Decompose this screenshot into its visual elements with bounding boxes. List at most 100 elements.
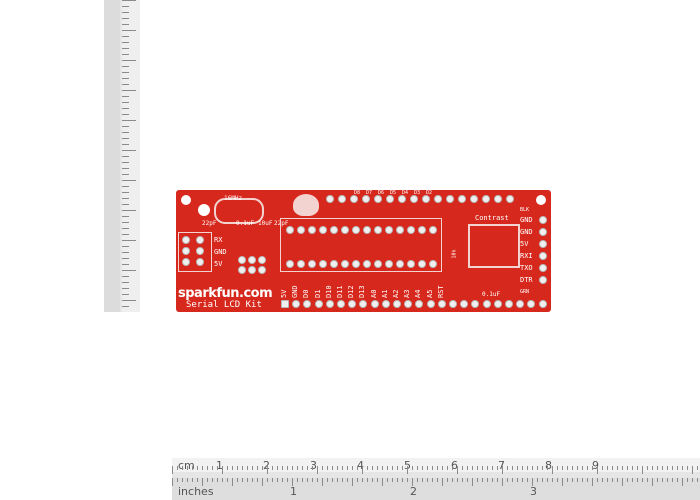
brand-logo-text: sparkfun.com xyxy=(178,286,273,301)
ruler-tick xyxy=(567,478,568,482)
header-right-label: RXI xyxy=(520,252,533,260)
mounting-hole xyxy=(536,195,546,205)
pad xyxy=(297,260,305,268)
ruler-cm-number: 5 xyxy=(404,459,411,472)
ruler-tick xyxy=(122,264,129,265)
cap-right-label: 22pF xyxy=(274,220,289,227)
ruler-tick xyxy=(122,24,129,25)
pad xyxy=(418,260,426,268)
pad xyxy=(418,226,426,234)
ruler-tick xyxy=(222,478,223,482)
cap-left-label: 22pF xyxy=(202,220,217,227)
trimpot-outline xyxy=(468,224,520,268)
ruler-tick xyxy=(597,478,598,482)
ruler-tick xyxy=(547,466,548,470)
ruler-tick xyxy=(257,466,258,470)
bottom-pin-label: A5 xyxy=(425,289,434,298)
cap-mid-label: 0.1uF xyxy=(236,220,255,227)
pad xyxy=(434,195,442,203)
bottom-pin-label: 5V xyxy=(280,289,288,298)
ruler-tick xyxy=(217,466,218,470)
ruler-tick xyxy=(122,132,129,133)
pad xyxy=(370,300,379,308)
pad xyxy=(196,236,204,244)
ruler-tick xyxy=(122,300,136,301)
pad xyxy=(362,195,370,203)
top-pin-label: D7 xyxy=(366,190,373,196)
bottom-pin-label: RST xyxy=(436,285,445,298)
ruler-cm-number: 6 xyxy=(451,459,458,472)
ruler-tick xyxy=(122,114,129,115)
ruler-tick xyxy=(507,478,508,482)
ruler-tick xyxy=(297,466,298,470)
pad xyxy=(506,195,514,203)
ruler-tick xyxy=(182,466,183,470)
pad xyxy=(398,195,406,203)
bottom-pin-label: A1 xyxy=(380,289,389,298)
ruler-tick xyxy=(492,466,493,470)
ruler-tick xyxy=(172,478,173,486)
pad xyxy=(350,195,358,203)
bottom-pin-label: A2 xyxy=(392,289,400,298)
ruler-tick xyxy=(227,466,228,470)
ruler-tick xyxy=(572,478,573,482)
ruler-tick xyxy=(277,478,278,482)
pad xyxy=(426,300,435,308)
pad xyxy=(539,216,547,224)
pad xyxy=(410,195,418,203)
top-pin-label: D8 xyxy=(354,190,361,196)
ruler-tick xyxy=(182,478,183,482)
top-pin-label: D2 xyxy=(426,190,433,196)
ruler-tick xyxy=(577,478,578,482)
ruler-tick xyxy=(122,156,129,157)
ruler-number: 1 xyxy=(341,0,360,455)
ruler-tick xyxy=(317,466,318,474)
pad xyxy=(319,226,327,234)
bottom-pin-label: D10 xyxy=(324,285,333,298)
ruler-tick xyxy=(602,466,603,470)
ruler-tick xyxy=(122,204,129,205)
ruler-tick xyxy=(227,478,228,482)
ruler-tick xyxy=(552,478,553,482)
pad xyxy=(471,300,480,308)
pad xyxy=(437,300,446,308)
ruler-tick xyxy=(122,258,129,259)
ruler-tick xyxy=(512,478,513,482)
ruler-tick xyxy=(477,466,478,470)
ruler-tick xyxy=(667,466,668,470)
ruler-tick xyxy=(362,478,363,482)
pad xyxy=(493,300,502,308)
header-left-outline xyxy=(178,232,212,272)
ruler-tick xyxy=(242,478,243,482)
pad xyxy=(297,226,305,234)
ruler-tick xyxy=(257,478,258,482)
ruler-tick xyxy=(122,102,129,103)
ruler-tick xyxy=(397,478,398,482)
ruler-tick xyxy=(457,466,458,474)
pad xyxy=(281,300,289,308)
ruler-tick xyxy=(287,478,288,482)
pad xyxy=(516,300,525,308)
pad xyxy=(381,300,390,308)
ruler-tick xyxy=(597,466,598,474)
header-left-5v: 5V xyxy=(214,260,223,268)
ruler-tick xyxy=(502,478,503,486)
ruler-tick xyxy=(522,478,523,482)
ruler-tick xyxy=(697,478,698,482)
pad xyxy=(341,226,349,234)
ruler-tick xyxy=(617,478,618,482)
ruler-tick xyxy=(122,48,129,49)
header-left-rx: RX xyxy=(214,236,223,244)
ruler-tick xyxy=(122,234,129,235)
ruler-tick xyxy=(637,466,638,470)
ruler-tick xyxy=(642,466,643,474)
ruler-tick xyxy=(122,78,129,79)
ruler-tick xyxy=(462,478,463,482)
ic-socket-outline xyxy=(280,218,442,272)
ruler-tick xyxy=(462,466,463,470)
ruler-tick xyxy=(242,466,243,470)
contrast-label: Contrast xyxy=(475,214,509,222)
ruler-cm-strip xyxy=(172,458,700,472)
ruler-tick xyxy=(387,466,388,470)
ruler-tick xyxy=(552,466,553,474)
